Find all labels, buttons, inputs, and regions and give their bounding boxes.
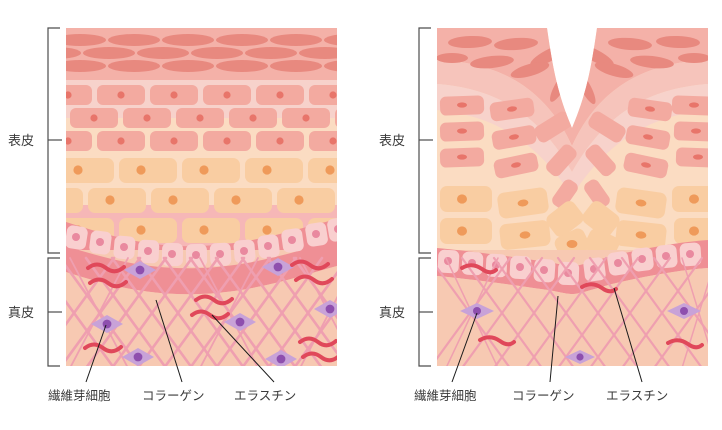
fibroblast-nuclei [102, 262, 335, 364]
right-leader-elastin [613, 287, 643, 383]
leader-fibroblast [85, 324, 107, 383]
stratum-corneum-cells [66, 34, 337, 72]
left-skin-cross-section [66, 28, 337, 366]
right-leader-fibroblast [451, 312, 478, 383]
elastin-fibers [83, 259, 337, 363]
left-callout-leaders [85, 299, 275, 383]
left-epidermis-bracket [47, 27, 62, 254]
fibroblast-cells [91, 258, 337, 366]
right-basal-cells [437, 242, 702, 286]
keratinocyte-cells [66, 158, 337, 243]
basal-cell-nuclei [72, 225, 337, 259]
left-epidermis-label: 表皮 [8, 133, 34, 148]
basal-band [66, 240, 337, 295]
panel-wrinkled-skin: 表皮 真皮 繊維芽細胞 コラーゲン エラスチン [379, 27, 708, 403]
right-epidermis [437, 28, 708, 250]
left-dermis-bracket [47, 257, 62, 367]
leader-collagen [155, 299, 183, 383]
keratinocyte-nuclei [73, 165, 335, 175]
right-fibroblast-label: 繊維芽細胞 [414, 388, 477, 403]
spinous-nuclei [66, 91, 337, 99]
right-keratinocyte-cells [440, 186, 708, 250]
left-fibroblast-label: 繊維芽細胞 [48, 388, 111, 403]
right-callout-leaders [451, 287, 643, 383]
right-corneum-cells [437, 35, 708, 105]
right-leader-collagen [549, 295, 559, 383]
right-spinous-cells [439, 95, 708, 209]
right-elastin-label: エラスチン [606, 389, 668, 403]
right-epidermis-label: 表皮 [379, 133, 405, 148]
left-dermis-label: 真皮 [8, 305, 34, 320]
right-dermis-bracket [418, 257, 433, 367]
panel-normal-skin: 表皮 真皮 繊維芽細胞 コラーゲン エラスチン [8, 27, 337, 403]
basal-cells [66, 217, 337, 268]
left-elastin-label: エラスチン [234, 389, 296, 403]
leader-elastin [211, 314, 275, 383]
right-epidermis-bracket [418, 27, 433, 254]
right-elastin-fibers [460, 263, 704, 350]
collagen-fibers [66, 256, 337, 366]
right-keratinocyte-nuclei [457, 194, 699, 248]
left-collagen-label: コラーゲン [142, 389, 205, 403]
right-skin-cross-section [437, 28, 708, 366]
right-spinous-nuclei [457, 102, 703, 168]
right-fibroblast-cells [460, 303, 701, 364]
right-fibroblast-nuclei [473, 307, 688, 361]
spinous-layer-cells [66, 85, 337, 151]
right-dermis-label: 真皮 [379, 305, 405, 320]
right-collagen-label: コラーゲン [512, 389, 575, 403]
